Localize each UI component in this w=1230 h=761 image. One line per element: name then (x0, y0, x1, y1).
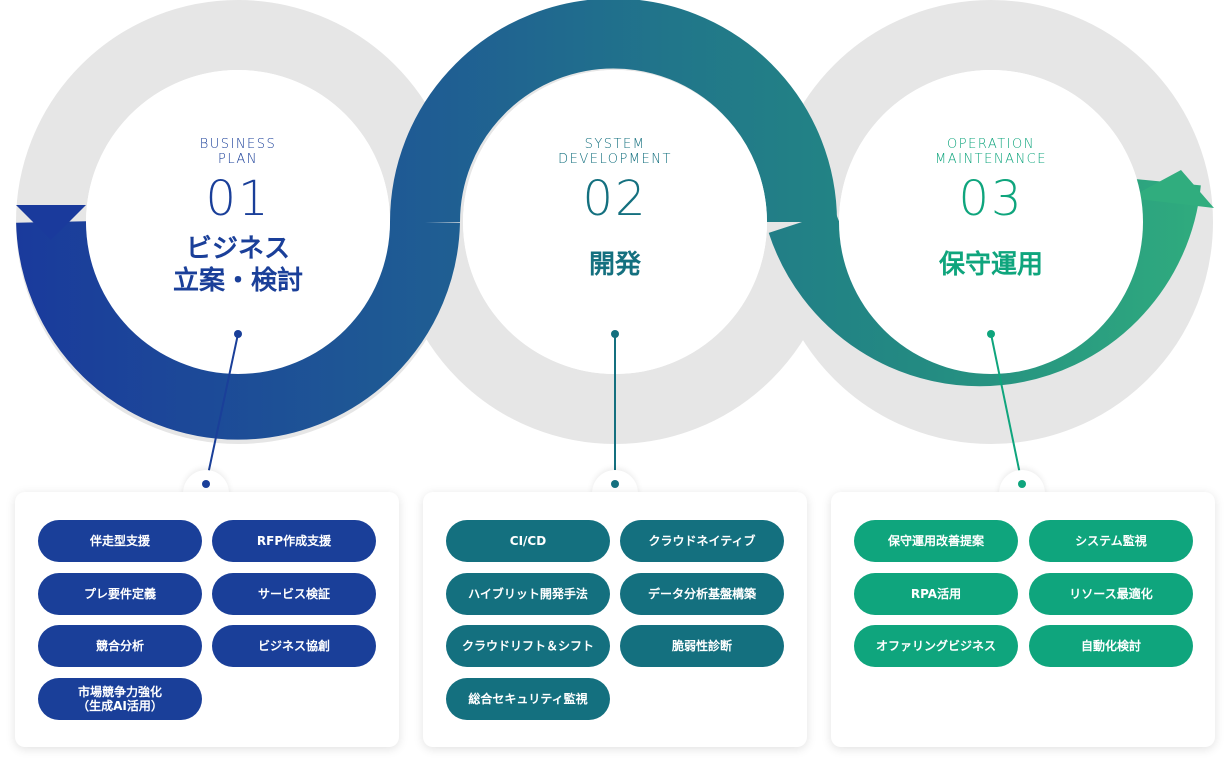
phase-1-item-6: ビジネス協創 (212, 625, 376, 667)
ring-1-inner (86, 70, 390, 374)
phase-3-item-2: システム監視 (1029, 520, 1193, 562)
phase-3-item-3: RPA活用 (854, 573, 1018, 615)
phase-1-jp-line2: 立案・検討 (172, 266, 303, 296)
phase-2-label: SYSTEM DEVELOPMENT 02 開発 (515, 137, 715, 281)
phase-3-jp-line1: 保守運用 (938, 250, 1043, 280)
connector-3-top-dot (987, 330, 995, 338)
ring-3-inner (839, 70, 1143, 374)
phase-3-en-line2: MAINTENANCE (935, 152, 1047, 167)
phase-2-jp-line1: 開発 (588, 250, 641, 280)
card-2-tab-cover (580, 492, 650, 512)
phase-2-item-2: クラウドネイティブ (620, 520, 784, 562)
phase-1-item-1: 伴走型支援 (38, 520, 202, 562)
phase-2-item-5: クラウドリフト＆シフト (446, 625, 610, 667)
connector-3-line (990, 333, 1023, 485)
phase-3-label: OPERATION MAINTENANCE 03 保守運用 (891, 137, 1091, 281)
ring-1-arc (16, 220, 460, 440)
phase-2-number: 02 (582, 171, 648, 227)
ring-2-arc (390, 0, 837, 223)
ring-3-end-arrow (1129, 170, 1214, 208)
ring-1-start-arrow (16, 205, 86, 240)
card-1-tab-cover (171, 492, 241, 512)
phase-1-item-2: RFP作成支援 (212, 520, 376, 562)
phase-2-item-4: データ分析基盤構築 (620, 573, 784, 615)
card-3-tab-cover (987, 492, 1057, 512)
phase-1-label: BUSINESS PLAN 01 ビジネス 立案・検討 (138, 137, 338, 297)
phase-1-number: 01 (205, 171, 271, 227)
phase-2-item-7: 総合セキュリティ監視 (446, 678, 610, 720)
phase-1-item-3: プレ要件定義 (38, 573, 202, 615)
connector-1-line (205, 333, 239, 485)
phase-2-item-1: CI/CD (446, 520, 610, 562)
phase-1-jp-line1: ビジネス (185, 234, 290, 264)
phase-2-item-6: 脆弱性診断 (620, 625, 784, 667)
phase-2-en-line2: DEVELOPMENT (558, 152, 672, 167)
phase-3-item-6: 自動化検討 (1029, 625, 1193, 667)
phase-1-item-7: 市場競争力強化 （生成AI活用） (38, 678, 202, 720)
phase-3-en-line1: OPERATION (947, 137, 1035, 152)
connector-1-top-dot (234, 330, 242, 338)
phase-3-item-4: リソース最適化 (1029, 573, 1193, 615)
phase-3-item-5: オファリングビジネス (854, 625, 1018, 667)
phase-2-item-3: ハイブリット開発手法 (446, 573, 610, 615)
phase-3-item-1: 保守運用改善提案 (854, 520, 1018, 562)
connector-2-top-dot (611, 330, 619, 338)
phase-1-item-4: サービス検証 (212, 573, 376, 615)
phase-1-item-5: 競合分析 (38, 625, 202, 667)
phase-1-en-line1: BUSINESS (199, 137, 277, 152)
phase-3-number: 03 (958, 171, 1024, 227)
ring-2-inner (463, 70, 767, 374)
phase-1-en-line2: PLAN (218, 152, 258, 167)
phase-2-en-line1: SYSTEM (584, 137, 646, 152)
